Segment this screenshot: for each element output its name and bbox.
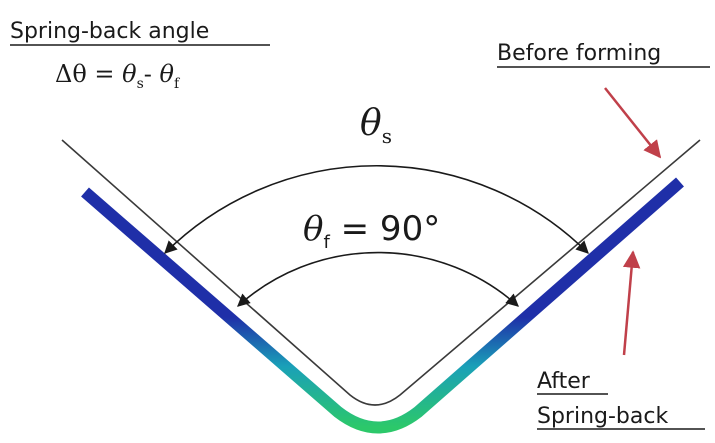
before-forming-arrow xyxy=(604,87,662,159)
after-springback-part xyxy=(81,177,684,434)
theta-f-value: = 90° xyxy=(330,209,440,249)
formula-sub-f: f xyxy=(174,76,181,92)
diagram-title: Spring-back angle xyxy=(10,19,209,44)
spring-back-formula: Δθ = θs- θf xyxy=(55,60,181,92)
after-label-line2: Spring-back xyxy=(537,404,668,429)
formula-theta-f: θ xyxy=(160,60,175,88)
theta-f-subscript: f xyxy=(323,232,330,253)
theta-s-subscript: s xyxy=(382,124,392,148)
formula-sub-s: s xyxy=(137,76,144,92)
before-forming-label: Before forming xyxy=(497,41,661,66)
formula-lhs: Δθ = xyxy=(55,60,122,88)
after-springback-arrow xyxy=(622,250,641,356)
after-label-line1: After xyxy=(537,369,591,394)
theta-f-label: θf = 90° xyxy=(303,209,440,253)
theta-s-label: θs xyxy=(360,103,392,148)
formula-theta-s: θ xyxy=(122,60,137,88)
formula-dash: - xyxy=(144,60,160,88)
theta-f-arc xyxy=(237,251,519,307)
theta-f-symbol: θ xyxy=(303,209,323,249)
theta-s-symbol: θ xyxy=(360,103,382,144)
theta-s-arc xyxy=(164,165,589,254)
before-forming-outline xyxy=(61,139,701,406)
